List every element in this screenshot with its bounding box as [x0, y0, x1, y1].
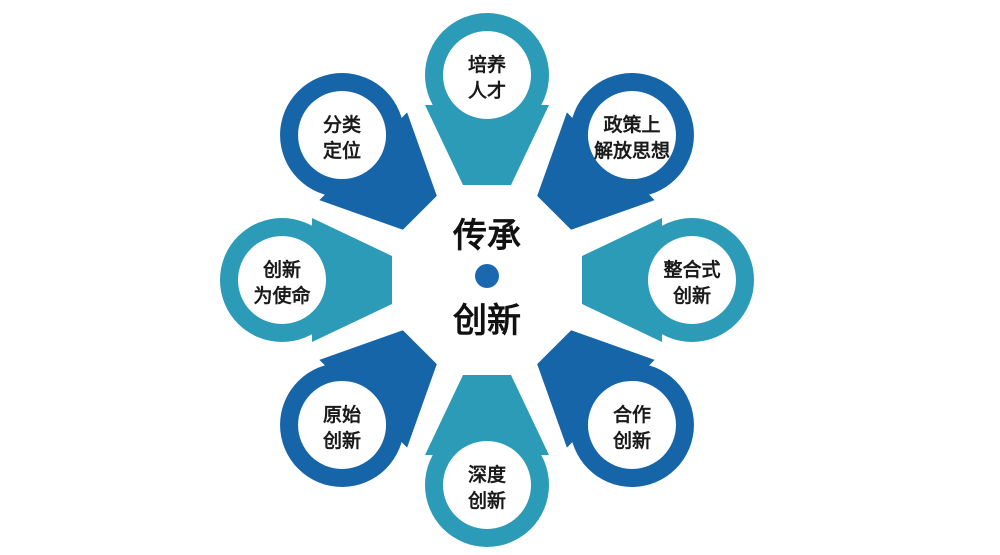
petal-label-line2: 创新 — [467, 489, 506, 512]
petal-label-line1: 深度 — [468, 463, 507, 486]
petal-label-line1: 原始 — [323, 403, 361, 426]
petal-inner — [298, 91, 387, 180]
petal-label-line2: 解放思想 — [594, 139, 670, 162]
center-title-bottom: 创新 — [452, 301, 521, 341]
petal-inner — [587, 91, 676, 180]
petal-inner — [443, 441, 531, 529]
petal-label-line2: 为使命 — [253, 284, 311, 307]
petal-inner — [298, 380, 387, 469]
petal-label-line1: 创新 — [262, 258, 301, 281]
petal-label-line2: 创新 — [322, 429, 361, 452]
petal-inner — [648, 236, 736, 324]
petal-label-line2: 创新 — [612, 429, 651, 452]
center-group: 传承 创新 — [452, 216, 521, 341]
center-dot — [475, 264, 499, 288]
petal-label-line1: 分类 — [323, 113, 361, 136]
petal-label-line1: 合作 — [613, 403, 651, 426]
petal-label-line2: 创新 — [672, 284, 711, 307]
petal-inner — [587, 380, 676, 469]
petal-label-line1: 政策上 — [603, 113, 660, 136]
petal-inner — [238, 236, 326, 324]
petal-label-line1: 培养 — [468, 53, 506, 76]
petal-label-line1: 整合式 — [663, 258, 720, 281]
petal-inner — [443, 31, 531, 119]
center-title-top: 传承 — [452, 216, 521, 256]
petal-label-line2: 人才 — [468, 79, 506, 102]
petal-label-line2: 定位 — [323, 139, 361, 162]
